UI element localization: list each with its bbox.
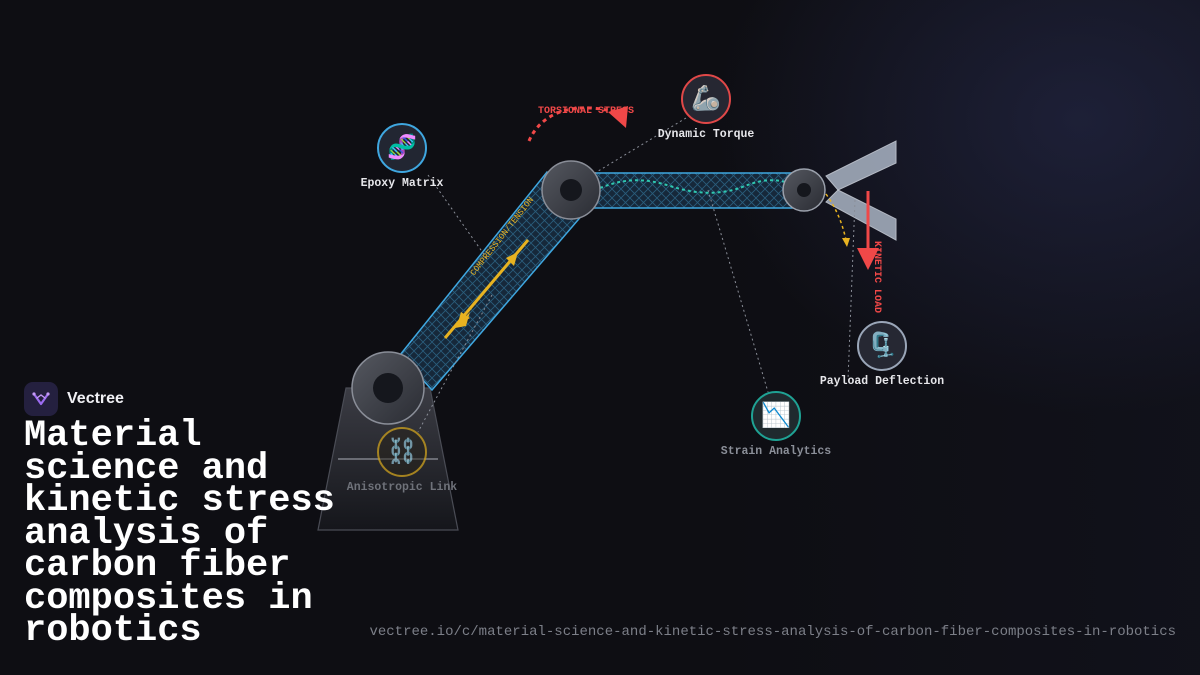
robotic-arm-icon[interactable]: 🦾: [681, 74, 731, 124]
node-label-payload-deflection: Payload Deflection: [819, 375, 945, 388]
kinetic-load-arrow: [857, 191, 879, 270]
node-label-dynamic-torque: Dynamic Torque: [657, 128, 755, 141]
torsional-stress-label: TORSIONAL STRESS: [538, 106, 634, 117]
kinetic-load-label: KINETIC LOAD: [871, 241, 882, 313]
clamp-icon[interactable]: 🗜️: [857, 321, 907, 371]
chart-decreasing-icon[interactable]: 📉: [751, 391, 801, 441]
deflection-arc: [825, 193, 850, 247]
torsional-stress-arrow: [527, 106, 628, 142]
dna-icon[interactable]: 🧬: [377, 123, 427, 173]
elbow-joint: [541, 160, 601, 220]
wrist-joint: [782, 168, 826, 212]
upper-arm-segment: [589, 172, 801, 209]
node-label-epoxy-matrix: Epoxy Matrix: [360, 177, 444, 190]
brand: Vectree: [24, 382, 124, 416]
page-url[interactable]: vectree.io/c/material-science-and-kineti…: [369, 624, 1176, 640]
chain-link-icon[interactable]: ⛓️: [377, 427, 427, 477]
page-title: Material science and kinetic stress anal…: [24, 415, 335, 652]
node-label-anisotropic-link: Anisotropic Link: [346, 481, 458, 494]
compression-tension-arrow: [443, 239, 530, 339]
vibration-wave: [599, 179, 801, 194]
vectree-logo-icon: [24, 382, 58, 416]
shoulder-joint: [351, 351, 425, 425]
gripper: [825, 140, 897, 241]
node-label-strain-analytics: Strain Analytics: [720, 445, 832, 458]
connector-lines: [417, 117, 856, 433]
brand-name: Vectree: [67, 390, 124, 407]
